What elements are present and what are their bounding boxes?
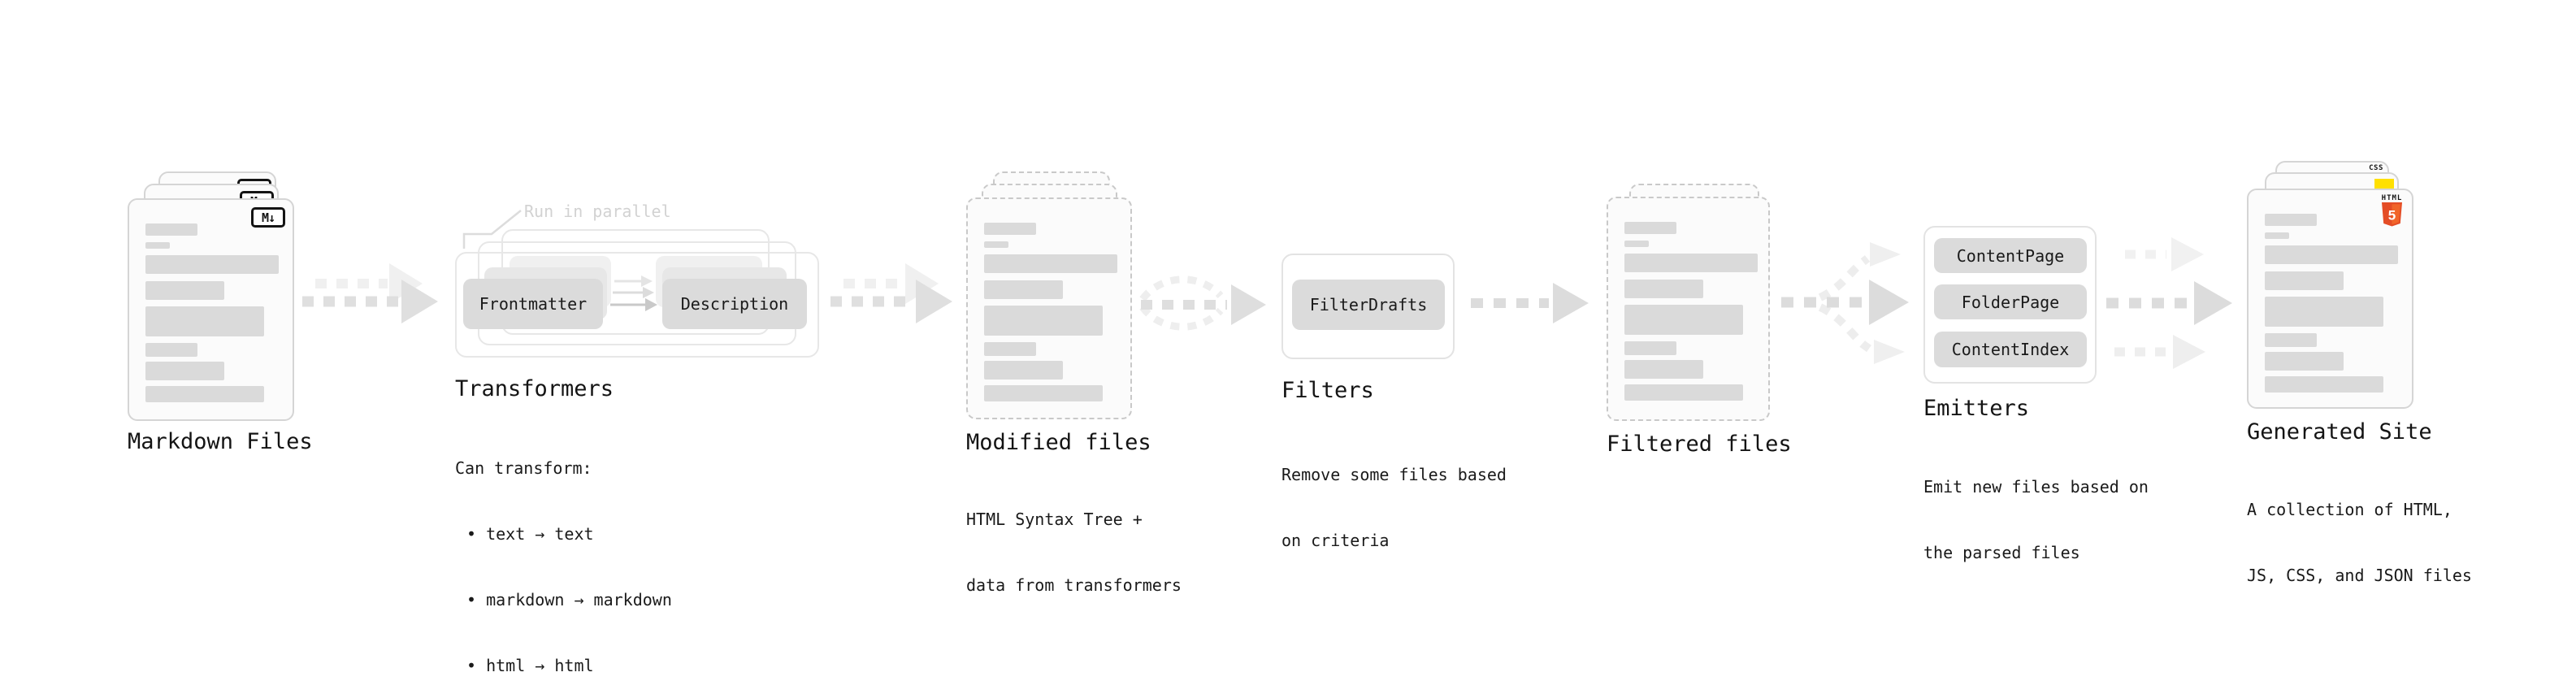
css-icon-label: CSS — [2369, 164, 2383, 172]
text-line — [984, 280, 1063, 299]
desc-line: Remove some files based — [1281, 465, 1507, 484]
text-line — [145, 255, 279, 274]
desc-line: data from transformers — [966, 575, 1182, 595]
arrow-markdown-to-transformers — [302, 263, 438, 323]
text-line — [1624, 360, 1703, 379]
desc-bullet: • html → html — [466, 656, 594, 675]
text-line — [2265, 352, 2344, 371]
text-line — [2265, 376, 2383, 393]
desc-line: JS, CSS, and JSON files — [2247, 566, 2472, 585]
markdown-icon-label: M↓ — [261, 210, 275, 225]
emitter-box-content-index: ContentIndex — [1934, 332, 2087, 367]
text-line — [984, 254, 1117, 273]
stage-label-transformers: Transformers — [455, 376, 614, 401]
text-line — [145, 343, 197, 357]
stage-label-generated-site: Generated Site — [2247, 419, 2432, 445]
modified-file-front — [966, 197, 1132, 419]
arrow-filters-to-filtered — [1471, 283, 1589, 323]
markdown-icon: M↓ — [251, 207, 285, 228]
text-line — [984, 361, 1063, 380]
arrows-emitters-to-site — [2106, 237, 2232, 369]
text-line — [2265, 232, 2289, 239]
text-line — [145, 223, 197, 236]
html5-icon: HTML 5 — [2381, 194, 2403, 227]
text-line — [2265, 297, 2383, 327]
text-line — [1624, 254, 1758, 272]
text-line — [1624, 222, 1676, 234]
site-file-front: HTML 5 — [2247, 189, 2413, 409]
text-line — [984, 306, 1103, 336]
text-line — [1624, 241, 1649, 247]
desc-line: Can transform: — [455, 458, 592, 478]
filtered-file-front — [1607, 197, 1770, 421]
text-line — [2265, 245, 2398, 264]
modified-description: HTML Syntax Tree + data from transformer… — [966, 465, 1182, 640]
transformer-input-box: Frontmatter — [463, 279, 603, 329]
filter-drafts-box: FilterDrafts — [1292, 280, 1445, 330]
text-line — [145, 362, 224, 380]
arrow-filtered-to-emitters — [1781, 242, 1909, 364]
emitter-box-folder-page: FolderPage — [1934, 284, 2087, 319]
html5-shield-icon: 5 — [2382, 202, 2402, 227]
run-in-parallel-annotation: Run in parallel — [524, 202, 671, 221]
svg-text:5: 5 — [2388, 208, 2396, 223]
emitters-description: Emit new files based on the parsed files — [1923, 432, 2149, 608]
transformers-description: Can transform: • text → text • markdown … — [455, 414, 672, 681]
transformer-layer-front — [455, 252, 819, 358]
filters-description: Remove some files based on criteria — [1281, 420, 1507, 596]
desc-line: HTML Syntax Tree + — [966, 510, 1143, 529]
desc-bullet: • text → text — [466, 524, 594, 544]
text-line — [2265, 271, 2344, 290]
stage-label-filtered-files: Filtered files — [1607, 432, 1792, 457]
desc-line: Emit new files based on — [1923, 477, 2149, 497]
text-line — [984, 241, 1008, 248]
markdown-file-front: M↓ — [128, 198, 294, 421]
text-line — [2265, 333, 2317, 347]
transformer-output-box: Description — [662, 279, 807, 329]
text-line — [1624, 341, 1676, 355]
desc-line: A collection of HTML, — [2247, 500, 2452, 519]
emitter-box-content-page: ContentPage — [1934, 238, 2087, 273]
stage-label-emitters: Emitters — [1923, 396, 2030, 421]
stage-label-markdown-files: Markdown Files — [128, 429, 313, 454]
text-line — [2265, 214, 2317, 226]
text-line — [1624, 280, 1703, 298]
js-file-icon — [2374, 179, 2394, 189]
text-line — [984, 342, 1036, 356]
arrow-modified-to-filters — [1139, 275, 1266, 331]
desc-line: the parsed files — [1923, 543, 2080, 562]
text-line — [1624, 384, 1743, 401]
html5-icon-label: HTML — [2381, 194, 2403, 202]
stage-label-filters: Filters — [1281, 378, 1374, 403]
generated-description: A collection of HTML, JS, CSS, and JSON … — [2247, 455, 2472, 631]
text-line — [1624, 305, 1743, 335]
desc-bullet: • markdown → markdown — [466, 590, 672, 609]
arrow-transformers-to-modified — [830, 263, 952, 323]
text-line — [145, 306, 264, 336]
text-line — [145, 281, 224, 300]
text-line — [145, 242, 170, 249]
desc-line: on criteria — [1281, 531, 1390, 550]
text-line — [145, 386, 264, 402]
text-line — [984, 385, 1103, 401]
text-line — [984, 223, 1036, 235]
stage-label-modified-files: Modified files — [966, 430, 1151, 455]
